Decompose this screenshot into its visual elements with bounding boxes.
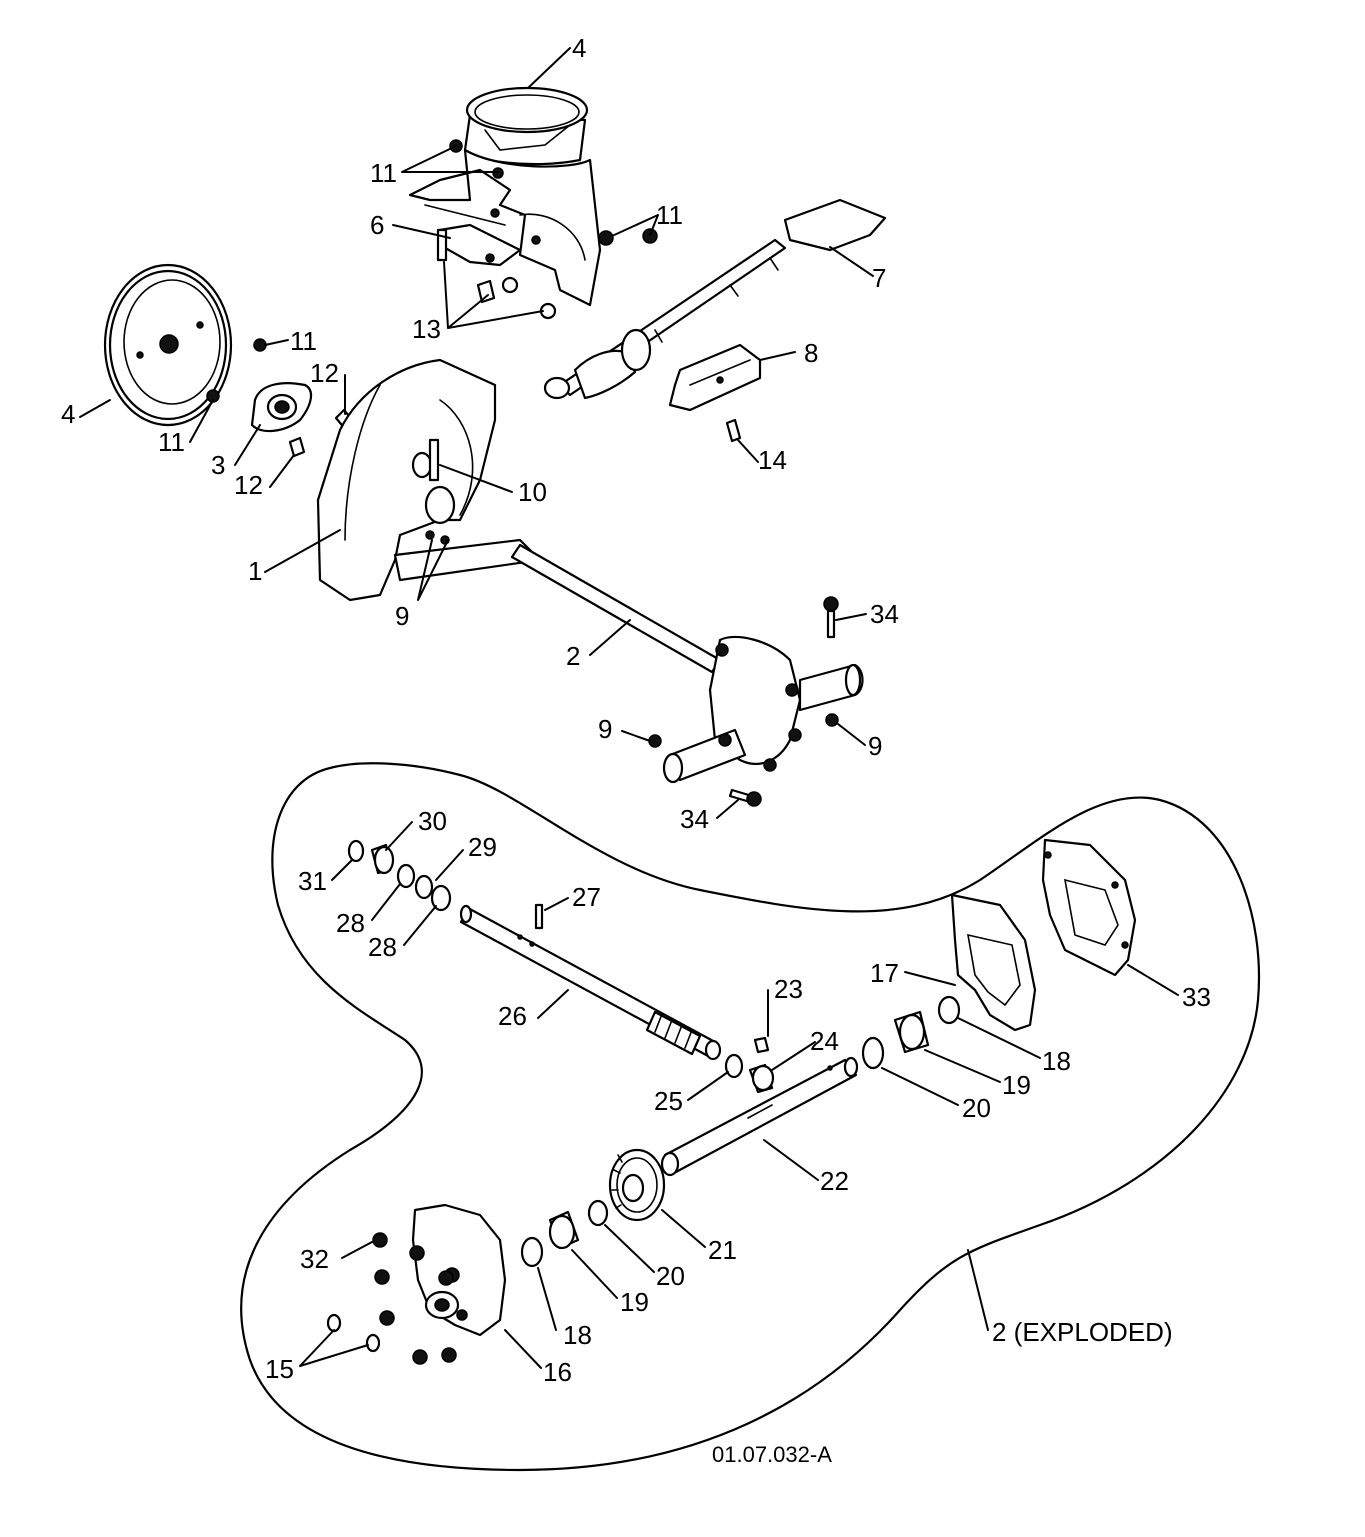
screw-part-14 bbox=[725, 418, 742, 443]
impeller-housing-part-1 bbox=[316, 358, 542, 602]
callout-9-right: 9 bbox=[868, 731, 882, 761]
callout-33: 33 bbox=[1182, 982, 1211, 1012]
chute-housing-part-6 bbox=[408, 139, 602, 307]
callout-31: 31 bbox=[298, 866, 327, 896]
callout-11-chute-right: 11 bbox=[656, 200, 683, 230]
seal-part-18-right bbox=[937, 995, 961, 1025]
callout-labels: 4 11 6 11 7 13 11 12 8 4 11 3 12 14 10 1… bbox=[61, 33, 1211, 1387]
washer-part-28-a bbox=[396, 863, 416, 889]
callout-32: 32 bbox=[300, 1244, 329, 1274]
bearing-flange-part-3 bbox=[250, 382, 313, 433]
callout-34-top: 34 bbox=[870, 599, 899, 629]
bolt-part-12-b bbox=[288, 436, 306, 458]
bushing-part-30 bbox=[370, 843, 395, 875]
callout-22: 22 bbox=[820, 1166, 849, 1196]
callout-1: 1 bbox=[248, 556, 262, 586]
seal-part-18-bottom bbox=[520, 1236, 544, 1268]
callout-11-pulley: 11 bbox=[158, 427, 185, 457]
callout-29: 29 bbox=[468, 832, 497, 862]
callout-6: 6 bbox=[370, 210, 384, 240]
set-screw-part-23 bbox=[753, 1036, 770, 1054]
washer-part-20-bottom bbox=[587, 1199, 609, 1227]
bushing-part-19-right bbox=[893, 1010, 930, 1054]
callout-9-mid: 9 bbox=[598, 714, 612, 744]
auger-shaft-part-22 bbox=[660, 1056, 859, 1177]
callout-26: 26 bbox=[498, 1001, 527, 1031]
snap-ring-part-31 bbox=[347, 839, 365, 863]
callout-17: 17 bbox=[870, 958, 899, 988]
gear-hub-part-24 bbox=[748, 1063, 775, 1094]
callout-4-pulley: 4 bbox=[61, 399, 75, 429]
bracket-part-8 bbox=[668, 343, 762, 412]
callout-12-upper: 12 bbox=[310, 358, 339, 388]
callout-11-mid: 11 bbox=[290, 326, 317, 356]
callout-18-right: 18 bbox=[1042, 1046, 1071, 1076]
bolts-part-13 bbox=[436, 228, 557, 320]
callout-23: 23 bbox=[774, 974, 803, 1004]
washer-part-28-b bbox=[430, 884, 452, 912]
washer-part-25 bbox=[724, 1053, 744, 1079]
auger-gearbox-part-2 bbox=[510, 543, 864, 784]
drawing-code: 01.07.032-A bbox=[712, 1442, 832, 1467]
leader-lines bbox=[79, 47, 1179, 1369]
callout-15: 15 bbox=[265, 1354, 294, 1384]
bushing-part-19-bottom bbox=[548, 1210, 580, 1250]
nut-part-11-a bbox=[598, 230, 614, 246]
callout-18-bottom: 18 bbox=[563, 1320, 592, 1350]
chute-crank-part-7 bbox=[543, 198, 887, 400]
callout-21: 21 bbox=[708, 1235, 737, 1265]
callout-7: 7 bbox=[872, 263, 886, 293]
callout-3: 3 bbox=[211, 450, 225, 480]
callout-27: 27 bbox=[572, 882, 601, 912]
callout-19-right: 19 bbox=[1002, 1070, 1031, 1100]
callout-2: 2 bbox=[566, 641, 580, 671]
callout-24: 24 bbox=[810, 1026, 839, 1056]
callout-19-bottom: 19 bbox=[620, 1287, 649, 1317]
callout-11-chute-left: 11 bbox=[370, 158, 397, 188]
callout-14: 14 bbox=[758, 445, 787, 475]
washer-part-29 bbox=[414, 874, 434, 900]
callout-20-bottom: 20 bbox=[656, 1261, 685, 1291]
callout-34-bottom: 34 bbox=[680, 804, 709, 834]
callout-8: 8 bbox=[804, 338, 818, 368]
gear-case-part-33 bbox=[1041, 838, 1137, 977]
callout-16: 16 bbox=[543, 1357, 572, 1387]
nut-part-9-b bbox=[825, 713, 839, 727]
fittings-part-15 bbox=[326, 1313, 381, 1353]
callout-9-left: 9 bbox=[395, 601, 409, 631]
callout-4-chute-ring: 4 bbox=[572, 33, 586, 63]
key-part-27 bbox=[534, 903, 544, 930]
bolt-part-34-top bbox=[823, 596, 839, 639]
washer-part-20-right bbox=[861, 1036, 885, 1070]
bolt-part-34-bottom bbox=[728, 788, 762, 807]
chute-ring-part-4 bbox=[463, 86, 589, 166]
callout-20-right: 20 bbox=[962, 1093, 991, 1123]
worm-shaft-part-26 bbox=[459, 904, 722, 1061]
callout-25: 25 bbox=[654, 1086, 683, 1116]
pulley-part-4 bbox=[103, 263, 233, 427]
callout-10: 10 bbox=[518, 477, 547, 507]
callout-2-exploded: 2 (EXPLODED) bbox=[992, 1317, 1173, 1347]
gasket-part-17 bbox=[950, 893, 1037, 1032]
callout-13: 13 bbox=[412, 314, 441, 344]
callout-30: 30 bbox=[418, 806, 447, 836]
exploded-view-boundary bbox=[240, 762, 1261, 1472]
nut-part-11-b bbox=[642, 228, 658, 244]
bolts-part-32 bbox=[372, 1232, 457, 1365]
callout-28-b: 28 bbox=[368, 932, 397, 962]
gear-case-part-16 bbox=[411, 1203, 507, 1337]
callout-28-a: 28 bbox=[336, 908, 365, 938]
callout-12-lower: 12 bbox=[234, 470, 263, 500]
worm-gear-part-21 bbox=[608, 1148, 666, 1222]
